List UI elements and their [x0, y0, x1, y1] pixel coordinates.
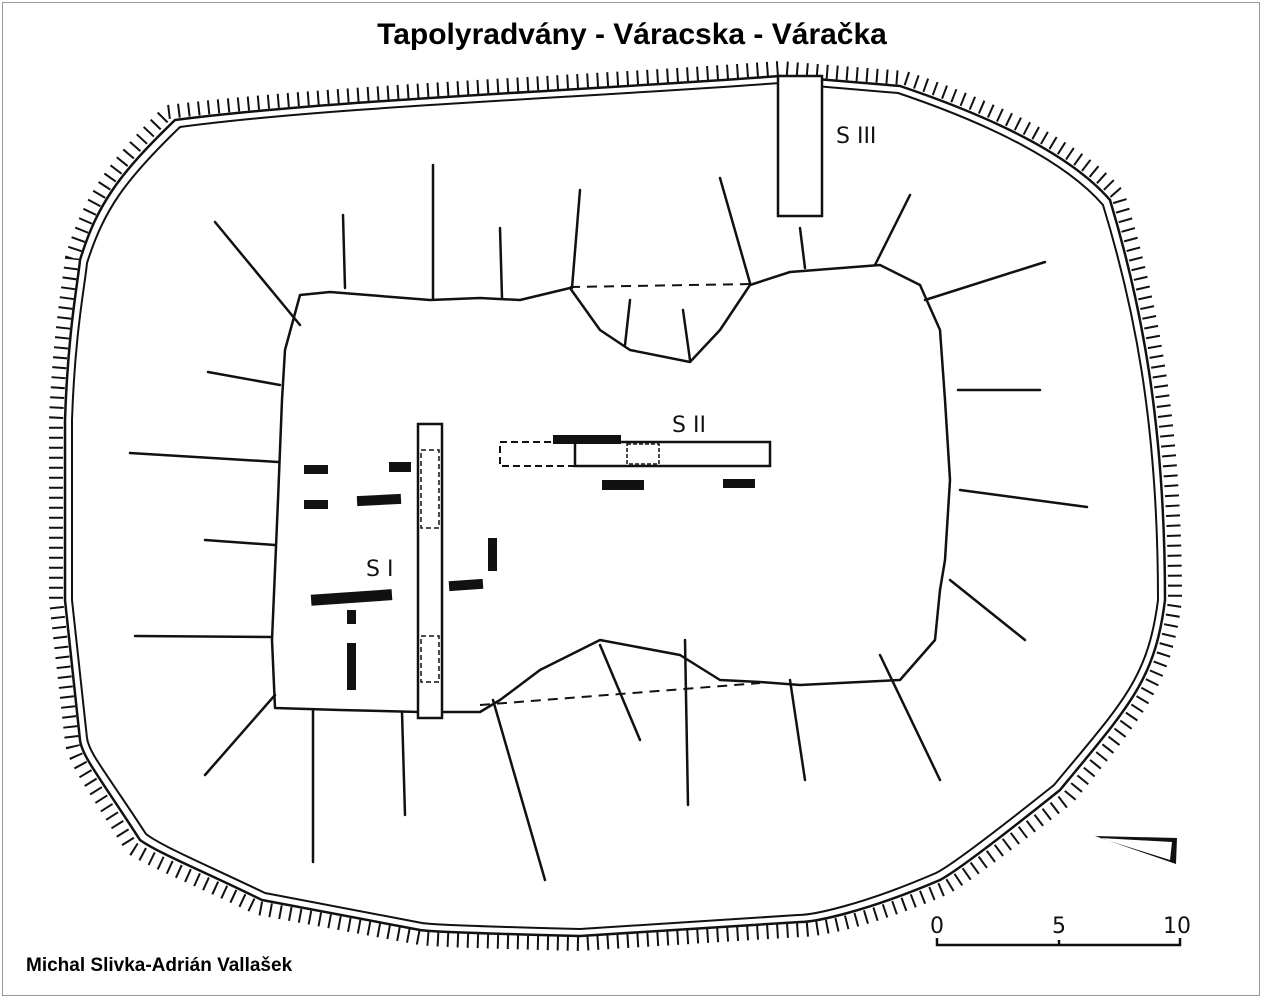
slope-line [681, 308, 692, 362]
slope-line [623, 298, 632, 347]
label-s2: S II [672, 413, 706, 438]
scale-label-0: 0 [930, 914, 944, 939]
slope-line [133, 634, 274, 639]
slope-line [203, 693, 277, 777]
label-s3: S III [836, 124, 876, 149]
slope-line [798, 226, 807, 270]
scale-label-10: 10 [1163, 914, 1191, 939]
rampart-inner-line [71, 82, 1159, 930]
slope-line [948, 578, 1027, 642]
trench-s1 [416, 422, 444, 720]
slope-line [570, 188, 582, 290]
scale-label-5: 5 [1052, 914, 1066, 939]
slope-line [341, 213, 347, 290]
plan-title: Tapolyradvány - Váracska - Váračka [377, 18, 887, 51]
rampart-hatching [49, 61, 1182, 951]
slope-line [788, 678, 807, 782]
trench-s2 [499, 440, 772, 468]
plateau-outline [270, 263, 952, 714]
slope-line [598, 643, 642, 742]
slope-line [213, 220, 302, 327]
slope-line [878, 653, 942, 782]
slope-line [498, 226, 504, 300]
slope-line [491, 698, 547, 882]
dashed-boundary-north [569, 283, 753, 288]
slope-lines [128, 163, 1089, 882]
slope-line [923, 260, 1047, 302]
rampart-outer-line [63, 74, 1167, 938]
author-credit: Michal Slivka-Adrián Vallašek [26, 955, 293, 976]
slope-line [206, 370, 282, 387]
trench-s3 [776, 74, 824, 218]
north-arrow-icon [1095, 836, 1177, 864]
slope-line [128, 451, 280, 464]
slope-line [203, 538, 277, 547]
scale-bar [935, 938, 1182, 947]
slope-line [873, 193, 912, 267]
label-s1: S I [366, 557, 393, 582]
slope-line [400, 710, 407, 817]
slope-line [683, 638, 690, 807]
slope-line [958, 488, 1089, 509]
wall-remnants [304, 435, 755, 690]
slope-line [718, 176, 752, 285]
